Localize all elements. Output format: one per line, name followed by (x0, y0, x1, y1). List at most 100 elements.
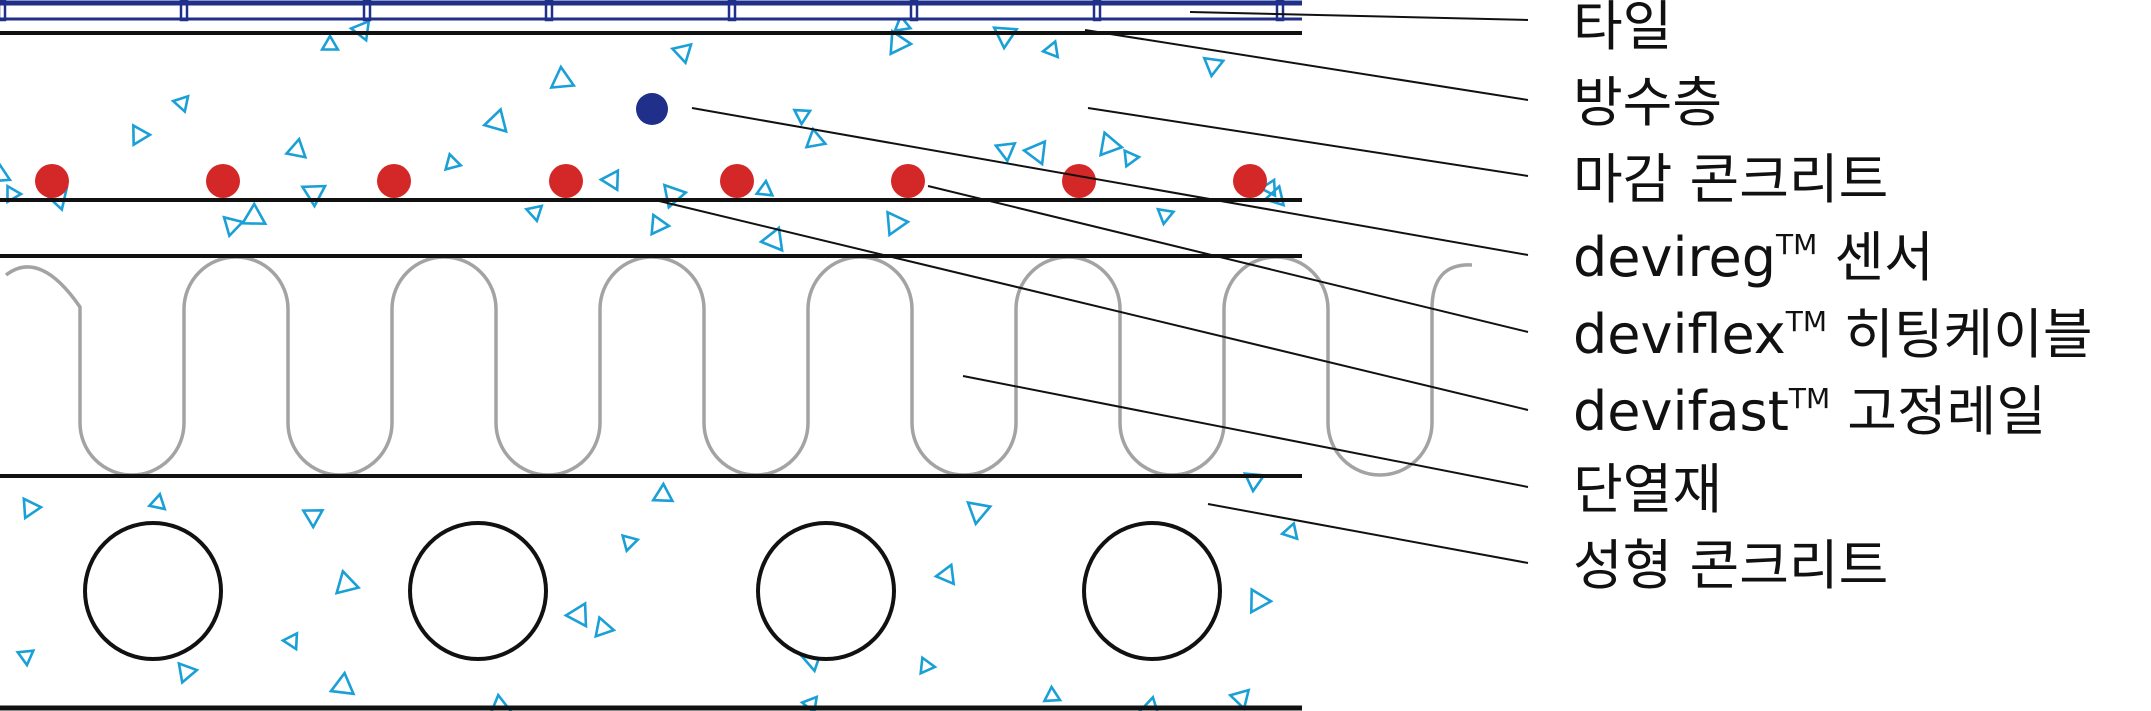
tile-layer (0, 0, 1302, 22)
aggregate-triangle (1155, 207, 1176, 227)
aggregate-triangle (131, 123, 153, 147)
aggregate-triangle (758, 225, 784, 253)
aggregate-triangle (598, 168, 620, 193)
aggregate-triangle (280, 631, 299, 652)
tile-joint (727, 0, 737, 22)
trademark-superscript: TM (1788, 382, 1830, 415)
aggregate-triangle (650, 481, 675, 503)
aggregate-triangle (966, 500, 993, 527)
tile-joint (544, 0, 554, 22)
label-text: 성형 콘크리트 (1573, 534, 1888, 597)
label-screed: 마감 콘크리트 (1573, 148, 1888, 211)
heating-cable-dot (377, 164, 411, 198)
trademark-superscript: TM (1785, 305, 1827, 338)
heating-cable-dot (35, 164, 69, 198)
label-text: 방수층 (1573, 71, 1722, 134)
aggregate-triangle (650, 212, 672, 237)
tile-joint (1275, 0, 1285, 22)
label-text: devifast (1573, 380, 1789, 443)
label-text: 고정레일 (1830, 380, 2046, 443)
hollow-core-circle (1082, 521, 1222, 661)
label-tile: 타일 (1573, 0, 1672, 58)
label-text: devireg (1573, 226, 1776, 289)
label-text: 센서 (1817, 226, 1934, 289)
layer-boundaries (0, 31, 1302, 711)
sensor-dot (636, 93, 668, 125)
aggregate-triangle (669, 42, 693, 66)
aggregate-triangle (992, 26, 1020, 51)
aggregate-triangle (523, 204, 544, 224)
heating-cable-dot (549, 164, 583, 198)
insulation-wave (4, 255, 1473, 477)
aggregate-triangle (993, 141, 1017, 164)
aggregate-triangle (1227, 688, 1251, 711)
label-slab: 성형 콘크리트 (1573, 534, 1888, 597)
label-rail: devifastTM 고정레일 (1573, 380, 2046, 443)
aggregate-triangle (620, 533, 641, 554)
aggregate-triangle (1249, 587, 1274, 615)
label-insulation: 단열재 (1573, 458, 1722, 521)
aggregate-triangle (301, 509, 325, 530)
label-cable: deviflexTM 히팅케이블 (1573, 303, 2093, 366)
leader-line (691, 107, 1529, 256)
hollow-core-circle (83, 521, 223, 661)
label-text: 타일 (1573, 0, 1672, 58)
aggregate-triangle (1098, 130, 1125, 158)
label-text: 마감 콘크리트 (1573, 148, 1888, 211)
heating-cable-dot (891, 164, 925, 198)
aggregate-triangle (146, 491, 167, 511)
aggregate-triangle (563, 601, 588, 629)
aggregate-triangle (1123, 148, 1142, 169)
aggregate-triangle (594, 615, 617, 639)
aggregate-triangle (754, 178, 775, 197)
insulation-layer (4, 255, 1473, 477)
leader-line (1207, 503, 1529, 564)
aggregate-triangle (1021, 139, 1047, 167)
label-waterproof: 방수층 (1573, 71, 1722, 134)
heating-cable-dot (1062, 164, 1096, 198)
label-text: deviflex (1573, 303, 1786, 366)
aggregate-triangle (334, 568, 361, 595)
leader-line (1087, 107, 1529, 177)
heating-cable-dot (1233, 164, 1267, 198)
aggregate-triangle (1262, 184, 1286, 207)
leader-line (1084, 29, 1529, 101)
aggregate-triangle (1242, 472, 1267, 494)
aggregate-triangle (549, 64, 577, 89)
leader-line (1189, 11, 1529, 21)
aggregate-triangle (6, 183, 24, 205)
leader-lines (654, 11, 1529, 564)
aggregate-triangle (0, 161, 13, 183)
aggregate-triangle (886, 210, 911, 238)
label-text: 히팅케이블 (1827, 303, 2093, 366)
aggregate-triangle (300, 184, 328, 209)
aggregate-triangle (481, 107, 508, 134)
hollow-core-circle (756, 521, 896, 661)
aggregate-triangle (892, 13, 913, 33)
leader-line (927, 185, 1529, 333)
tile-joint (179, 0, 189, 22)
leader-line (654, 199, 1529, 411)
aggregate-triangle (319, 33, 341, 51)
aggregate-triangle (15, 649, 36, 668)
hollow-core-circle (408, 521, 548, 661)
heating-cable-dot (720, 164, 754, 198)
leader-line (962, 375, 1529, 488)
aggregate-triangle (804, 126, 828, 149)
aggregate-triangle (222, 215, 246, 239)
aggregate-triangle (170, 94, 190, 115)
aggregate-triangle (177, 661, 200, 685)
aggregate-triangle (933, 562, 956, 586)
aggregate-triangle (240, 201, 268, 226)
label-sensor: deviregTM 센서 (1573, 226, 1934, 289)
aggregate-triangle (1258, 177, 1277, 198)
aggregate-triangle (1279, 520, 1299, 541)
tile-joint (1092, 0, 1102, 22)
aggregate-triangle (328, 670, 356, 696)
trademark-superscript: TM (1775, 228, 1817, 261)
heating-cable-row (35, 164, 1267, 198)
aggregate-triangle (792, 108, 813, 127)
heating-cable-dot (206, 164, 240, 198)
tile-joint (362, 0, 372, 22)
